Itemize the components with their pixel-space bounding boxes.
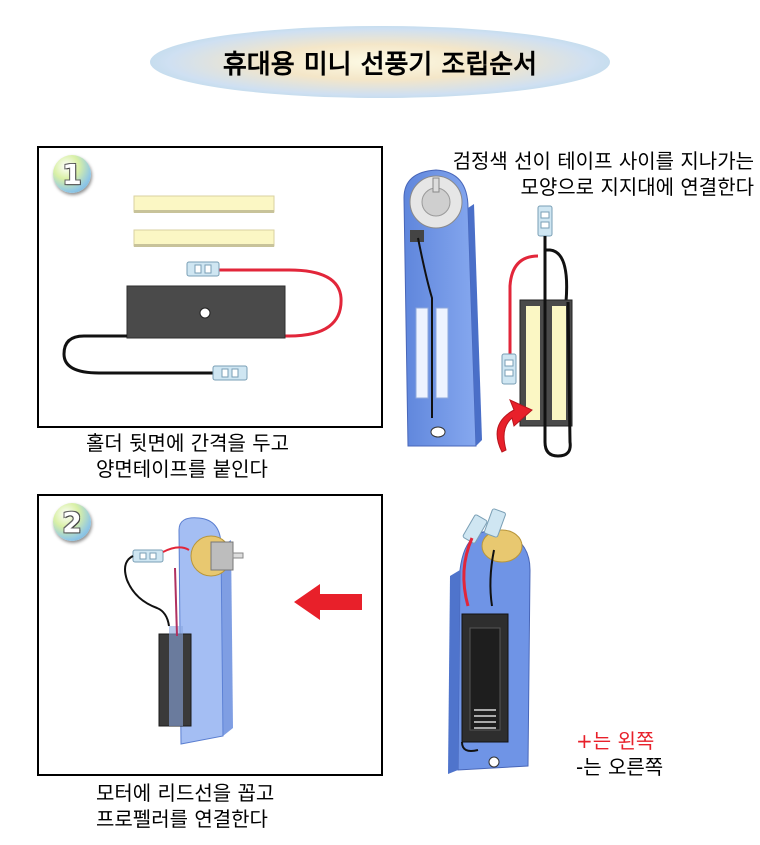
left-arrow-icon bbox=[294, 584, 362, 620]
step1-caption-line1: 홀더 뒷면에 간격을 두고 bbox=[86, 431, 290, 455]
step2-wire-down bbox=[174, 567, 178, 637]
assembled-spring bbox=[474, 709, 496, 729]
step1-side-caption-line1: 검정색 선이 테이프 사이를 지나가는 bbox=[452, 149, 754, 173]
support-with-motor-illustration bbox=[403, 169, 482, 447]
plus-note: +는 왼쪽 bbox=[576, 729, 655, 753]
assembled-bottom-wire bbox=[461, 741, 479, 752]
step1-side-caption-line2: 모양으로 지지대에 연결한다 bbox=[520, 175, 754, 199]
assembled-connector-b bbox=[484, 508, 506, 538]
connector-left bbox=[501, 353, 517, 385]
assembled-fan-illustration bbox=[448, 508, 531, 774]
step1-badge: 1 bbox=[53, 155, 91, 193]
side-black-wire bbox=[543, 236, 569, 303]
assembled-black-wire bbox=[489, 549, 495, 607]
assembled-hole bbox=[488, 756, 500, 768]
step1-caption-line2: 양면테이프를 붙인다 bbox=[96, 457, 268, 481]
page-title: 휴대용 미니 선풍기 조립순서 bbox=[222, 49, 538, 80]
step1-caption: 홀더 뒷면에 간격을 두고 양면테이프를 붙인다 bbox=[86, 430, 289, 482]
step2-badge: 2 bbox=[53, 503, 91, 541]
support-side bbox=[468, 204, 482, 446]
step1-panel: 1 bbox=[37, 146, 383, 428]
step2-connector bbox=[132, 549, 164, 563]
step1-side-caption: 검정색 선이 테이프 사이를 지나가는 모양으로 지지대에 연결한다 bbox=[453, 148, 754, 200]
tape-strip-top-shadow bbox=[134, 210, 274, 213]
connector-black bbox=[212, 365, 248, 381]
assembled-connector-a bbox=[462, 514, 488, 544]
tape-strip-bottom-shadow bbox=[134, 244, 274, 247]
holder-side-illustration bbox=[501, 205, 573, 458]
support-hole bbox=[430, 426, 446, 438]
step2-black-wire bbox=[124, 555, 170, 627]
tape-strip-bottom bbox=[133, 229, 275, 247]
holder-hole bbox=[199, 307, 211, 319]
side-tape-left bbox=[526, 306, 540, 420]
assembled-holder-inner bbox=[469, 627, 501, 731]
connector-red bbox=[186, 261, 220, 277]
curved-arrow-icon bbox=[496, 399, 533, 453]
red-wire bbox=[217, 268, 343, 338]
step2-red-wire bbox=[162, 546, 190, 553]
motor-shaft bbox=[432, 177, 440, 193]
step1-illustration bbox=[62, 195, 343, 381]
minus-note: -는 오른쪽 bbox=[576, 755, 664, 779]
step2-caption-line2: 프로펠러를 연결한다 bbox=[96, 807, 268, 831]
title-banner: 휴대용 미니 선풍기 조립순서 bbox=[150, 26, 610, 98]
step2-caption: 모터에 리드선을 꼽고 프로펠러를 연결한다 bbox=[96, 780, 274, 832]
motor-tab bbox=[410, 230, 424, 242]
black-wire bbox=[62, 334, 214, 375]
connector-top bbox=[537, 205, 553, 237]
side-tape-right bbox=[552, 306, 566, 420]
tape-strip-top bbox=[133, 195, 275, 213]
step2-number: 2 bbox=[62, 505, 82, 539]
step2-panel: 2 bbox=[37, 494, 383, 776]
step2-shaft bbox=[232, 552, 244, 559]
side-red-wire bbox=[508, 254, 539, 356]
support-black-wire bbox=[417, 237, 433, 418]
step1-number: 1 bbox=[62, 157, 82, 191]
assembled-support-side bbox=[448, 570, 460, 774]
polarity-notes: +는 왼쪽 -는 오른쪽 bbox=[576, 728, 663, 780]
assembled-red-wire bbox=[462, 537, 474, 607]
step2-motor-body bbox=[210, 541, 234, 571]
step2-caption-line1: 모터에 리드선을 꼽고 bbox=[96, 781, 275, 805]
tape-right bbox=[435, 307, 449, 399]
step2-holder-tape bbox=[169, 626, 183, 726]
tape-left bbox=[415, 307, 429, 399]
step2-support-side bbox=[221, 540, 233, 736]
assembled-motor bbox=[481, 529, 523, 563]
side-black-through bbox=[543, 286, 572, 458]
step2-illustration bbox=[124, 517, 244, 745]
